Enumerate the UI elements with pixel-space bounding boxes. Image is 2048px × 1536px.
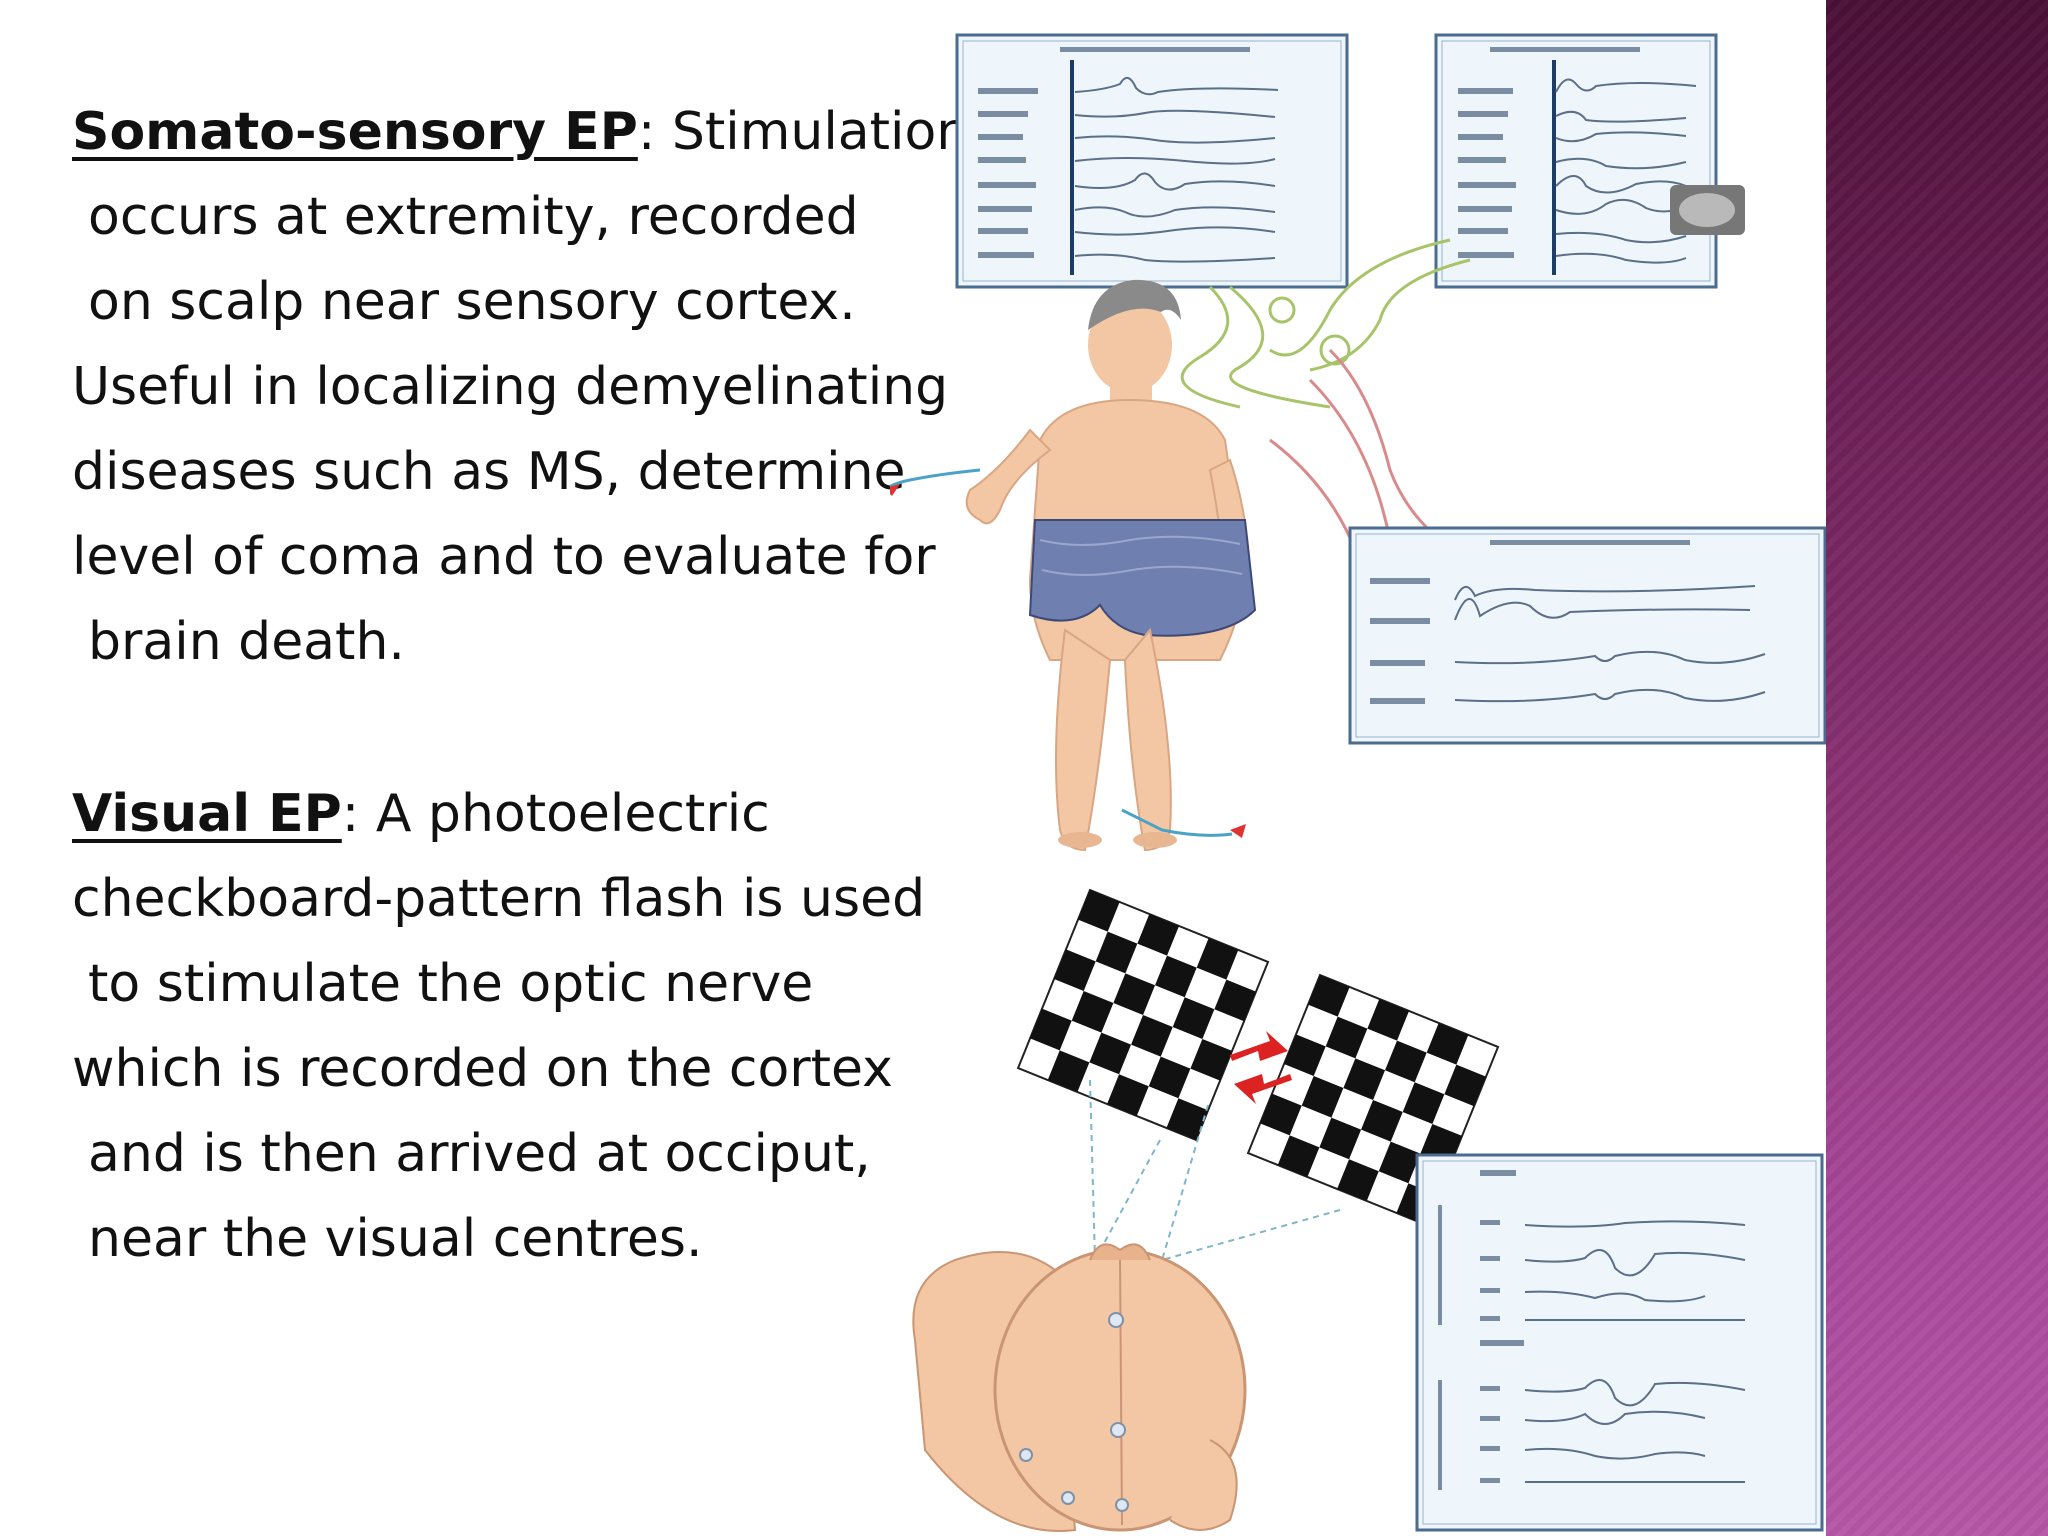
visual-line-2: checkboard-pattern flash is used	[72, 869, 926, 929]
checker-square	[1131, 1014, 1173, 1057]
checker-square	[1107, 1074, 1149, 1116]
visual-line-4: which is recorded on the cortex	[72, 1039, 893, 1099]
visual-line-6: near the visual centres.	[88, 1209, 703, 1269]
median-ssep-panel-left	[955, 33, 1349, 289]
somatosensory-heading: Somato-sensory EP	[72, 102, 638, 162]
checker-square	[1426, 1022, 1469, 1065]
checker-square	[1277, 1135, 1320, 1177]
ankle-stimulator-lead	[1121, 808, 1233, 837]
checker-square	[1214, 979, 1257, 1022]
checker-square	[1337, 1159, 1379, 1201]
tibial-ssep-panel	[1348, 526, 1826, 745]
visual-heading: Visual EP	[72, 784, 342, 844]
checker-square	[1444, 1064, 1487, 1107]
checker-square	[1308, 975, 1350, 1017]
somato-line-1: : Stimulation	[637, 102, 970, 162]
checker-square	[1071, 990, 1114, 1033]
checker-square	[1078, 890, 1120, 932]
checker-square	[1148, 1056, 1191, 1099]
checker-square	[1196, 937, 1239, 980]
checker-square	[1378, 1141, 1421, 1184]
wrist-stimulator-lead	[890, 468, 981, 489]
somato-line-2: occurs at extremity, recorded	[88, 187, 859, 247]
checker-square	[1095, 931, 1138, 974]
checker-square	[1155, 955, 1197, 998]
checker-square	[1172, 997, 1215, 1039]
patient-figure	[965, 279, 1257, 852]
median-ssep-panel-right	[1434, 33, 1745, 289]
checker-square	[1047, 1050, 1090, 1092]
checker-square	[1367, 998, 1410, 1041]
somato-line-4: Useful in localizing demyelinating	[72, 357, 949, 417]
checker-square	[1190, 1038, 1233, 1081]
somato-line-5: diseases such as MS, determine	[72, 442, 906, 502]
checker-square	[1325, 1016, 1368, 1059]
pattern-reversal-arrows	[1230, 1031, 1292, 1104]
checker-square	[1137, 913, 1180, 956]
checker-square	[1343, 1058, 1386, 1100]
visual-line-1: : A photoelectric	[341, 784, 770, 844]
visual-field-lines	[1089, 1079, 1341, 1261]
somatosensory-paragraph: Somato-sensory EP: Stimulation occurs at…	[72, 90, 969, 685]
checker-square	[1402, 1082, 1445, 1124]
checker-square	[1319, 1117, 1362, 1160]
wrist-stimulus-arrow	[890, 484, 900, 496]
checker-square	[1284, 1034, 1326, 1076]
checker-square	[1361, 1099, 1403, 1142]
somato-line-3: on scalp near sensory cortex.	[88, 272, 856, 332]
checker-square	[1385, 1040, 1427, 1083]
decorative-side-band	[1826, 0, 2048, 1536]
checker-square	[1113, 973, 1156, 1015]
visual-line-3: to stimulate the optic nerve	[88, 954, 814, 1014]
somato-line-7: brain death.	[88, 612, 405, 672]
head-top-view	[912, 1243, 1247, 1532]
checker-square	[1089, 1032, 1132, 1075]
checkerboard-pattern-a	[1016, 888, 1270, 1142]
somato-line-6: level of coma and to evaluate for	[72, 527, 936, 587]
checker-square	[1030, 1008, 1072, 1051]
checkerboard-pattern-b	[1246, 973, 1500, 1227]
visual-line-5: and is then arrived at occiput,	[88, 1124, 871, 1184]
visual-ep-waveform-panel	[1415, 1153, 1824, 1532]
checker-square	[1166, 1098, 1209, 1140]
ankle-stimulus-arrow	[1230, 824, 1246, 838]
visual-paragraph: Visual EP: A photoelectric checkboard-pa…	[72, 772, 952, 1282]
checker-square	[1301, 1075, 1344, 1118]
checker-square	[1054, 949, 1096, 991]
checker-square	[1260, 1093, 1302, 1136]
evoked-potential-illustration	[890, 33, 1826, 1532]
